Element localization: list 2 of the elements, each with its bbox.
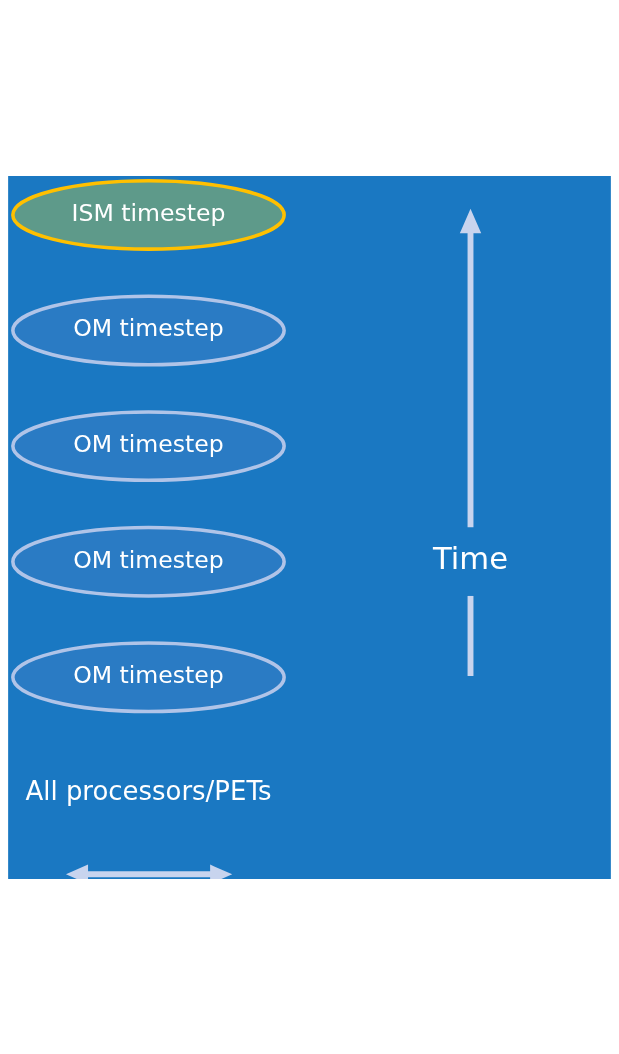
label: Time bbox=[432, 540, 509, 576]
label: All processors/PETs bbox=[25, 775, 272, 805]
